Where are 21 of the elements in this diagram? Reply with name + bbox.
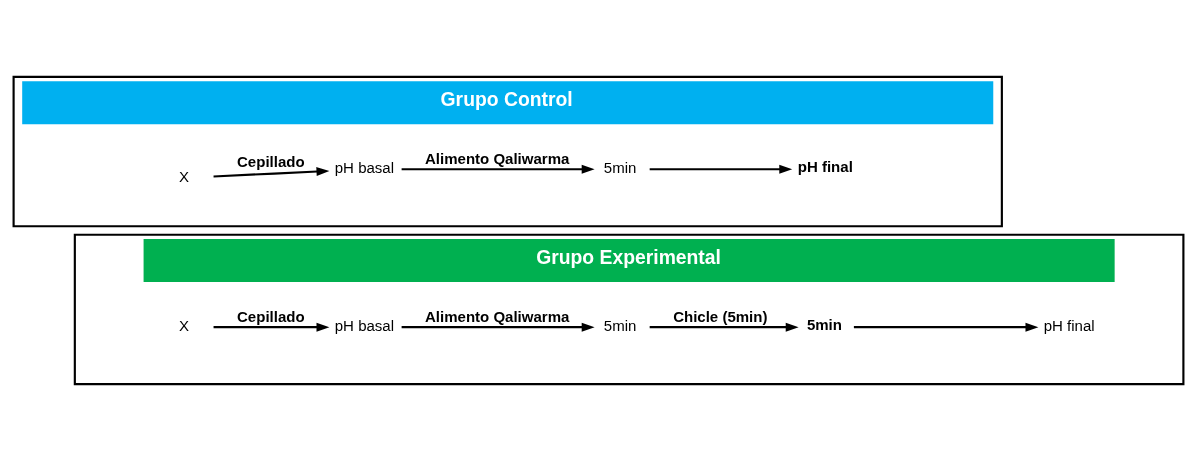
node-text: pH final — [797, 158, 853, 176]
edge-label: Cepillado — [237, 153, 305, 171]
arrow — [649, 322, 799, 332]
edge-label: Cepillado — [237, 308, 305, 326]
edge-label: Alimento Qaliwarma — [425, 308, 570, 326]
arrow — [853, 322, 1039, 332]
edge-label: Chicle (5min) — [673, 308, 768, 326]
node-text: pH final — [1043, 317, 1095, 335]
node-text: pH basal — [334, 317, 395, 335]
arrow — [401, 164, 595, 174]
arrow — [649, 164, 793, 174]
node-text: pH basal — [334, 159, 395, 177]
node-text: X — [179, 317, 190, 335]
node-text: 5min — [603, 159, 637, 177]
arrow — [213, 322, 330, 332]
node-text: 5min — [603, 317, 637, 335]
node-text: 5min — [806, 316, 842, 334]
arrow — [213, 167, 330, 178]
edge-label: Alimento Qaliwarma — [425, 150, 570, 168]
arrow — [401, 322, 595, 332]
node-text: X — [179, 167, 190, 185]
